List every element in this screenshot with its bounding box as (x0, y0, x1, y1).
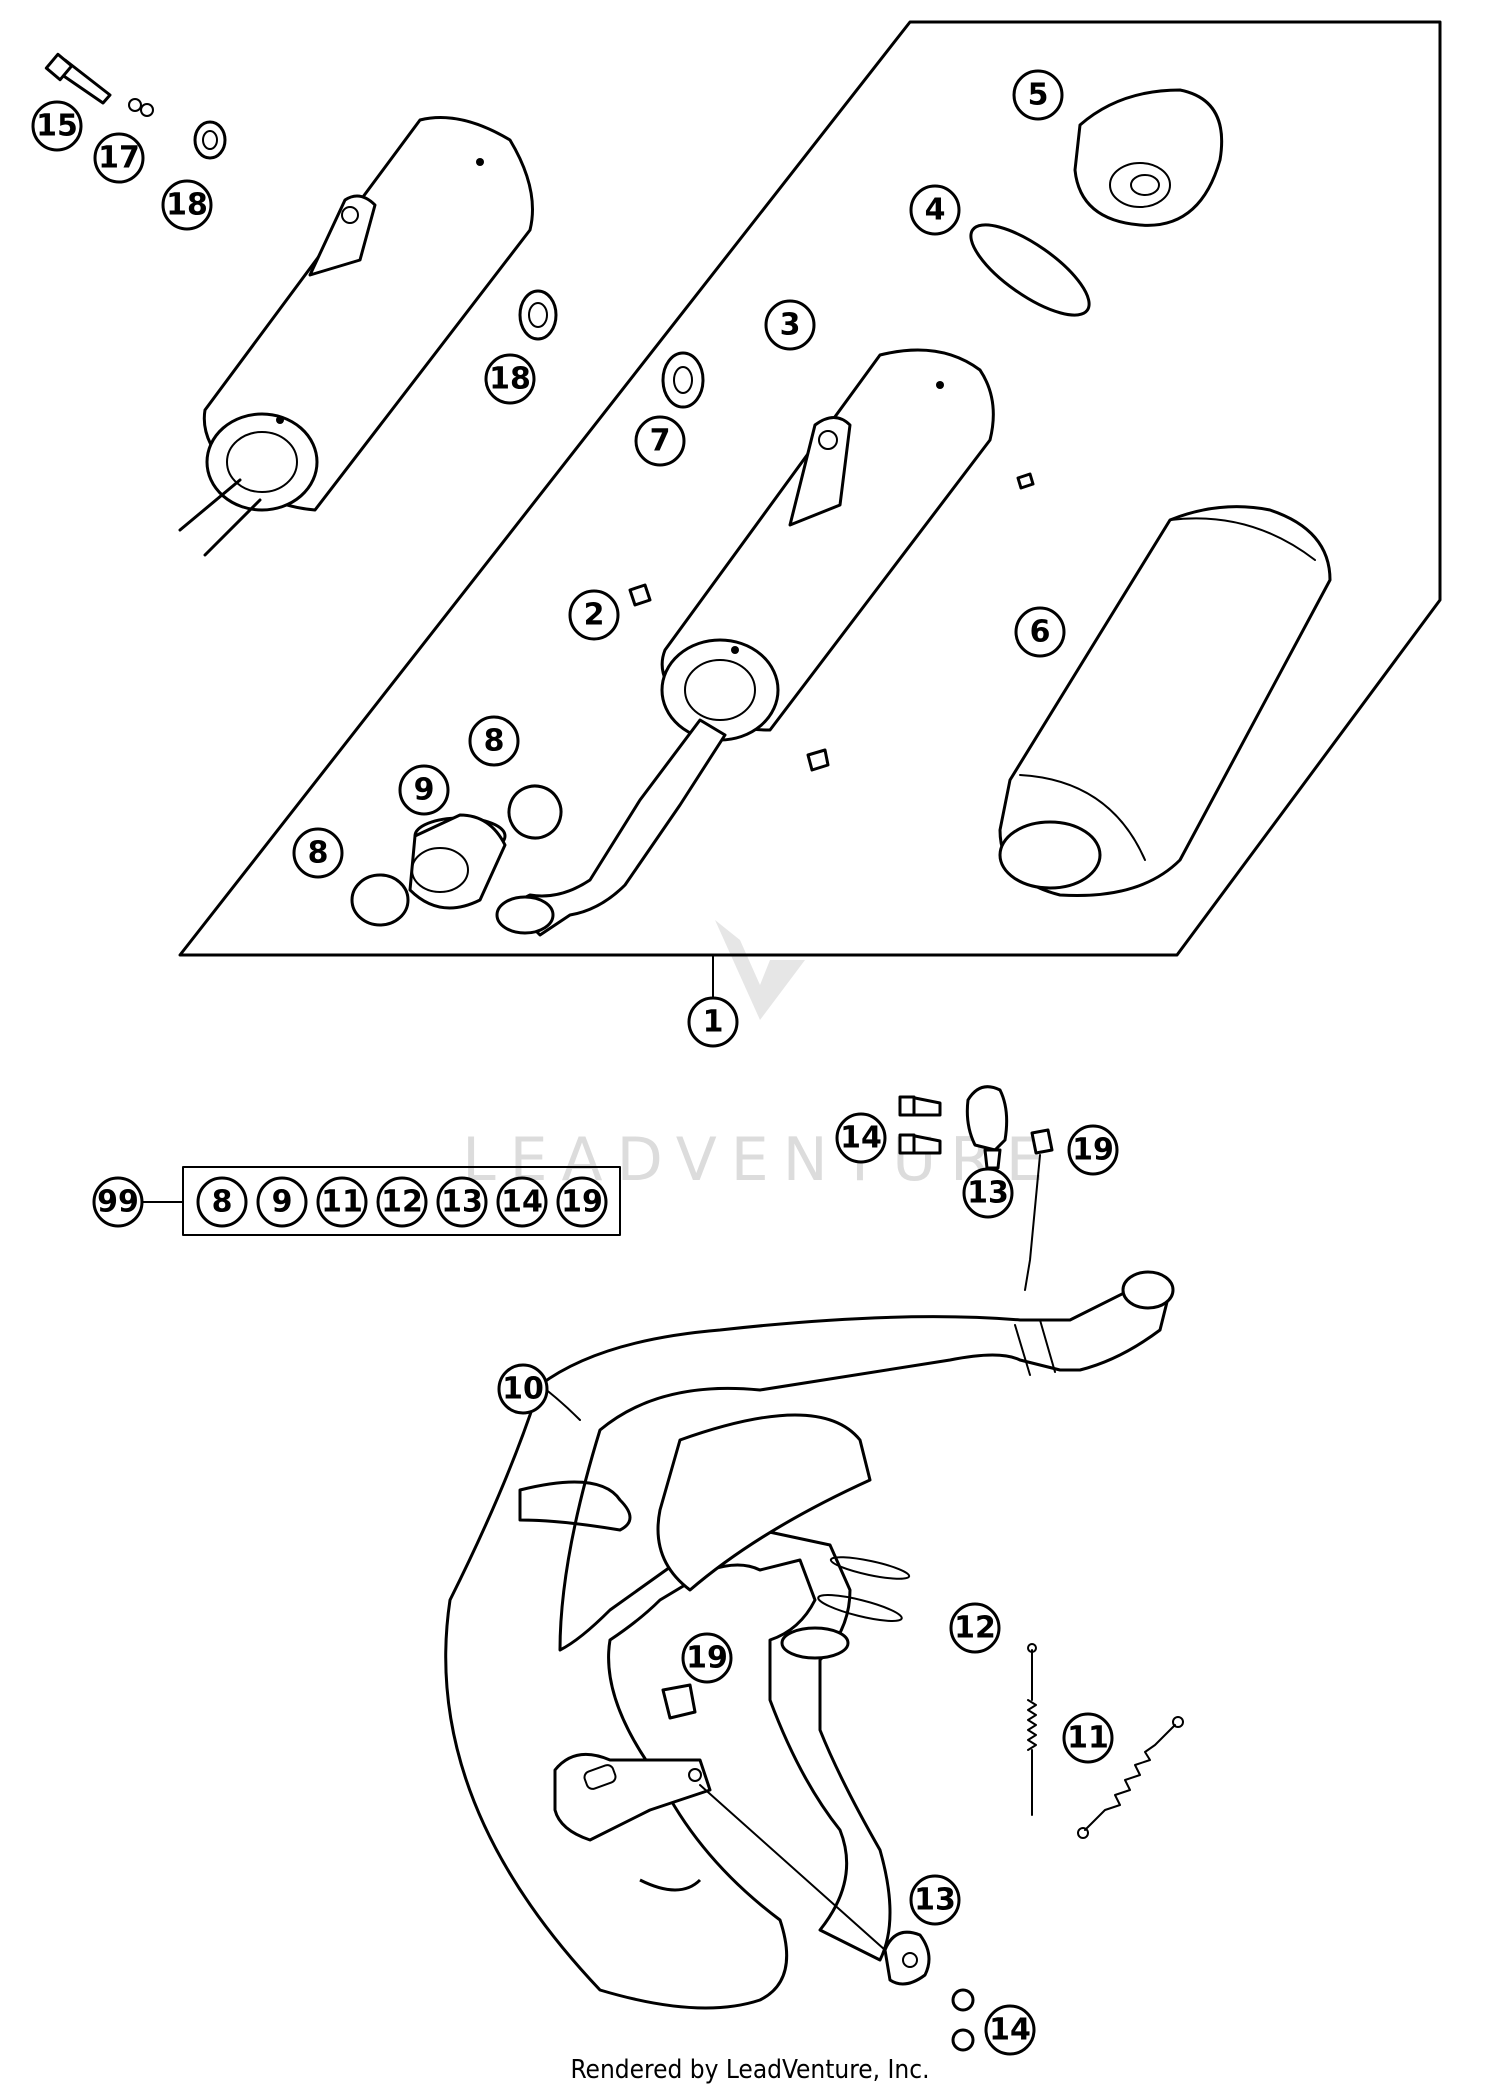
silencer-center (495, 318, 1035, 937)
kit-part-number: 9 (272, 1185, 293, 1220)
kit-part-number: 12 (381, 1185, 423, 1220)
mounts-bolts-clips (661, 1085, 1054, 2052)
kit-part-callout: 12 (376, 1176, 428, 1228)
callout-1: 1 (687, 996, 739, 1048)
grommet (661, 351, 705, 409)
silencer-top-left (178, 116, 534, 557)
kit-part-callout: 19 (556, 1176, 608, 1228)
kit-part-callout: 13 (436, 1176, 488, 1228)
kit-part-number: 14 (501, 1185, 543, 1220)
callout-14a: 14 (835, 1112, 887, 1164)
svg-text:99: 99 (97, 1185, 139, 1220)
svg-text:8: 8 (308, 836, 329, 871)
kit-part-callout: 8 (196, 1176, 248, 1228)
kit-part-number: 19 (561, 1185, 603, 1220)
svg-text:2: 2 (584, 598, 605, 633)
kit-part-number: 11 (321, 1185, 363, 1220)
callout-8a: 8 (468, 715, 520, 767)
callout-14b: 14 (984, 2004, 1036, 2056)
svg-text:15: 15 (36, 109, 78, 144)
svg-text:18: 18 (166, 188, 208, 223)
callout-2: 2 (568, 589, 620, 641)
callout-12: 12 (949, 1602, 1001, 1654)
svg-text:14: 14 (840, 1121, 882, 1156)
svg-text:12: 12 (954, 1611, 996, 1646)
svg-text:18: 18 (489, 362, 531, 397)
svg-text:10: 10 (502, 1372, 544, 1407)
watermark-text: LEADVENTURE (462, 1125, 1058, 1195)
svg-text:6: 6 (1030, 615, 1051, 650)
kit-part-number: 8 (212, 1185, 233, 1220)
exhaust-springs (1027, 1643, 1184, 1839)
silencer-sleeve (998, 505, 1332, 898)
svg-text:3: 3 (780, 308, 801, 343)
svg-text:4: 4 (925, 193, 946, 228)
kit-box (139, 1166, 621, 1236)
svg-text:11: 11 (1067, 1721, 1109, 1756)
kit-part-callout: 9 (256, 1176, 308, 1228)
footer-credit: Rendered by LeadVenture, Inc. (570, 2055, 929, 2085)
svg-text:19: 19 (1072, 1133, 1114, 1168)
watermark-logo-icon (715, 920, 805, 1020)
callout-19b: 19 (681, 1632, 733, 1684)
svg-text:1: 1 (703, 1005, 724, 1040)
callout-4: 4 (909, 184, 961, 236)
callout-10: 10 (497, 1363, 549, 1415)
callout-3: 3 (764, 299, 816, 351)
callout-15: 15 (31, 100, 83, 152)
watermark: LEADVENTURE (462, 920, 1058, 1195)
callout-9: 9 (398, 764, 450, 816)
bolt-washers-top-left (44, 52, 558, 341)
end-cap (969, 88, 1224, 317)
svg-text:9: 9 (414, 773, 435, 808)
kit-part-callout: 14 (496, 1176, 548, 1228)
callout-8b: 8 (292, 827, 344, 879)
callouts: 1 2 3 4 5 6 7 8 8 9 10 11 12 13 13 14 14… (31, 69, 1119, 2056)
kit-label-99: 99 (92, 1176, 144, 1228)
svg-text:13: 13 (967, 1176, 1009, 1211)
callout-19a: 19 (1067, 1124, 1119, 1176)
callout-7: 7 (634, 415, 686, 467)
assembly-frame (178, 20, 1442, 999)
head-pipe (444, 1270, 1175, 2010)
callout-11: 11 (1062, 1712, 1114, 1764)
svg-text:13: 13 (914, 1883, 956, 1918)
callout-5: 5 (1012, 69, 1064, 121)
kit-part-callout: 11 (316, 1176, 368, 1228)
svg-text:17: 17 (98, 141, 140, 176)
svg-text:5: 5 (1028, 78, 1049, 113)
kit-part-number: 13 (441, 1185, 483, 1220)
svg-text:19: 19 (686, 1641, 728, 1676)
mounting-bracket (553, 1752, 712, 1842)
callout-6: 6 (1014, 606, 1066, 658)
svg-text:7: 7 (650, 424, 671, 459)
head-pipe-o-rings (817, 1556, 911, 1622)
clamp-gaskets (350, 784, 563, 927)
svg-text:14: 14 (989, 2013, 1031, 2048)
callout-18b: 18 (484, 353, 536, 405)
svg-text:8: 8 (484, 724, 505, 759)
kit-callouts: 99 8 9 11 12 13 14 19 (92, 1176, 608, 1228)
callout-18a: 18 (161, 179, 213, 231)
callout-17: 17 (93, 132, 145, 184)
callout-13a: 13 (962, 1167, 1014, 1219)
callout-13b: 13 (909, 1874, 961, 1926)
